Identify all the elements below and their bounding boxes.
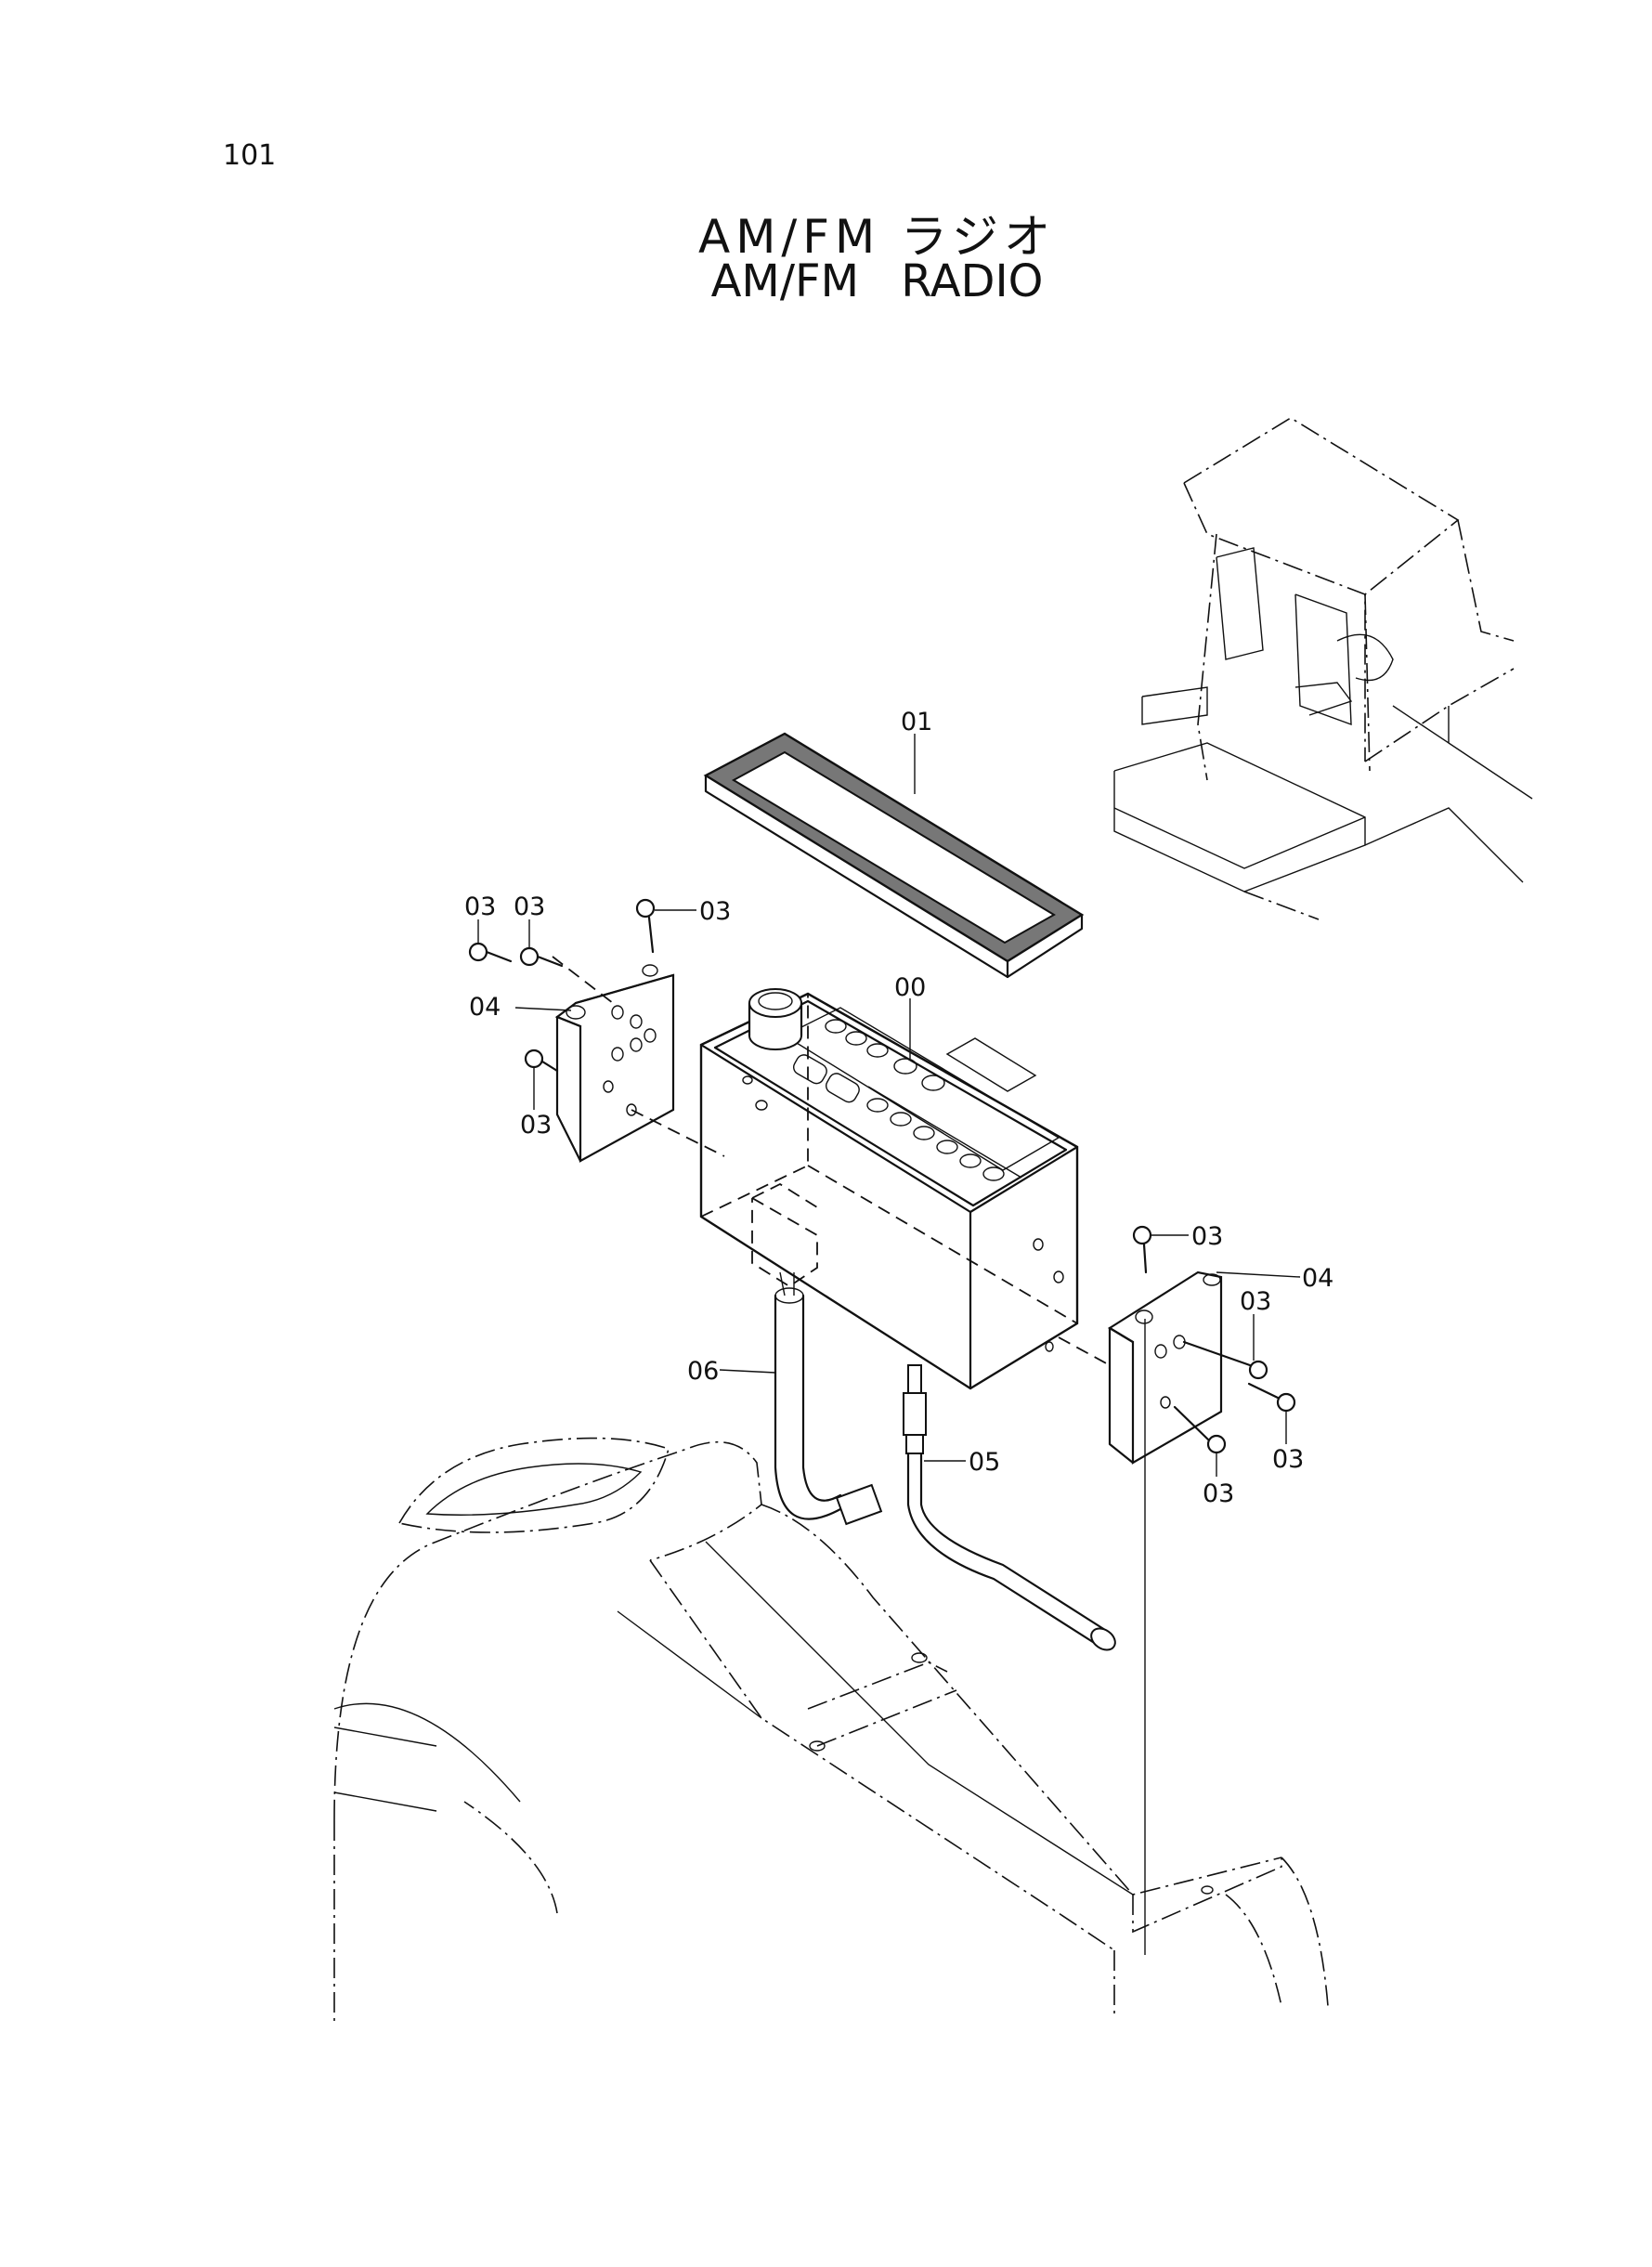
- callout-03-g: 03: [1272, 1445, 1304, 1474]
- part-06-harness: [774, 1271, 883, 1526]
- callout-03-d: 03: [520, 1111, 552, 1140]
- callout-06: 06: [687, 1357, 719, 1386]
- title-japanese: AM/FM ラジオ: [698, 210, 1056, 264]
- callout-03-h: 03: [1203, 1479, 1234, 1508]
- callouts: 00 01 03 03 03 03 03 03 03 03 04 04 05 0…: [464, 708, 1333, 1508]
- callout-03-b: 03: [514, 892, 545, 921]
- callout-01: 01: [901, 708, 932, 736]
- console-phantom-drawing: [333, 1437, 1329, 2025]
- part-01-gasket: [703, 732, 1085, 979]
- part-05-antenna-cable: [903, 1364, 1116, 1651]
- right-bracket-assembly: [1058, 1225, 1296, 1955]
- callout-00: 00: [894, 973, 926, 1002]
- callout-05: 05: [969, 1448, 1000, 1477]
- title-english: AM/FM RADIO: [710, 255, 1044, 307]
- cab-phantom-drawing: [1113, 417, 1533, 920]
- callout-04-b: 04: [1302, 1264, 1333, 1293]
- part-00-radio-unit: [699, 988, 1079, 1390]
- left-bracket-assembly: [468, 898, 725, 1163]
- callout-03-c: 03: [699, 897, 731, 926]
- callout-04-a: 04: [469, 993, 501, 1022]
- callout-03-f: 03: [1240, 1287, 1271, 1316]
- callout-03-a: 03: [464, 892, 496, 921]
- leader-lines: [477, 734, 1301, 1477]
- callout-03-e: 03: [1191, 1222, 1223, 1251]
- page-number: 101: [223, 139, 277, 172]
